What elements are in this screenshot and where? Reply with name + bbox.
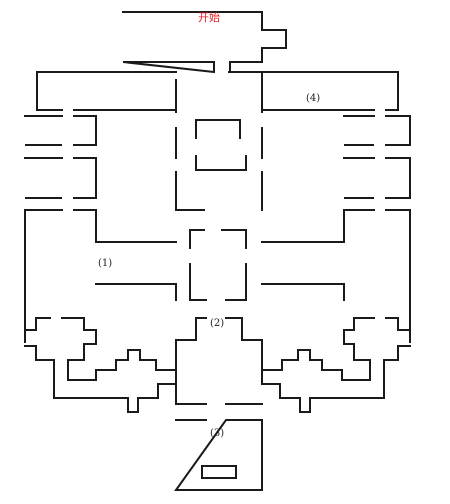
marker-2: (2) xyxy=(210,318,225,329)
marker-1: (1) xyxy=(98,258,113,269)
marker-4: (4) xyxy=(306,93,321,104)
start-label: 开始 xyxy=(198,11,220,24)
marker-3: (3) xyxy=(210,428,225,439)
